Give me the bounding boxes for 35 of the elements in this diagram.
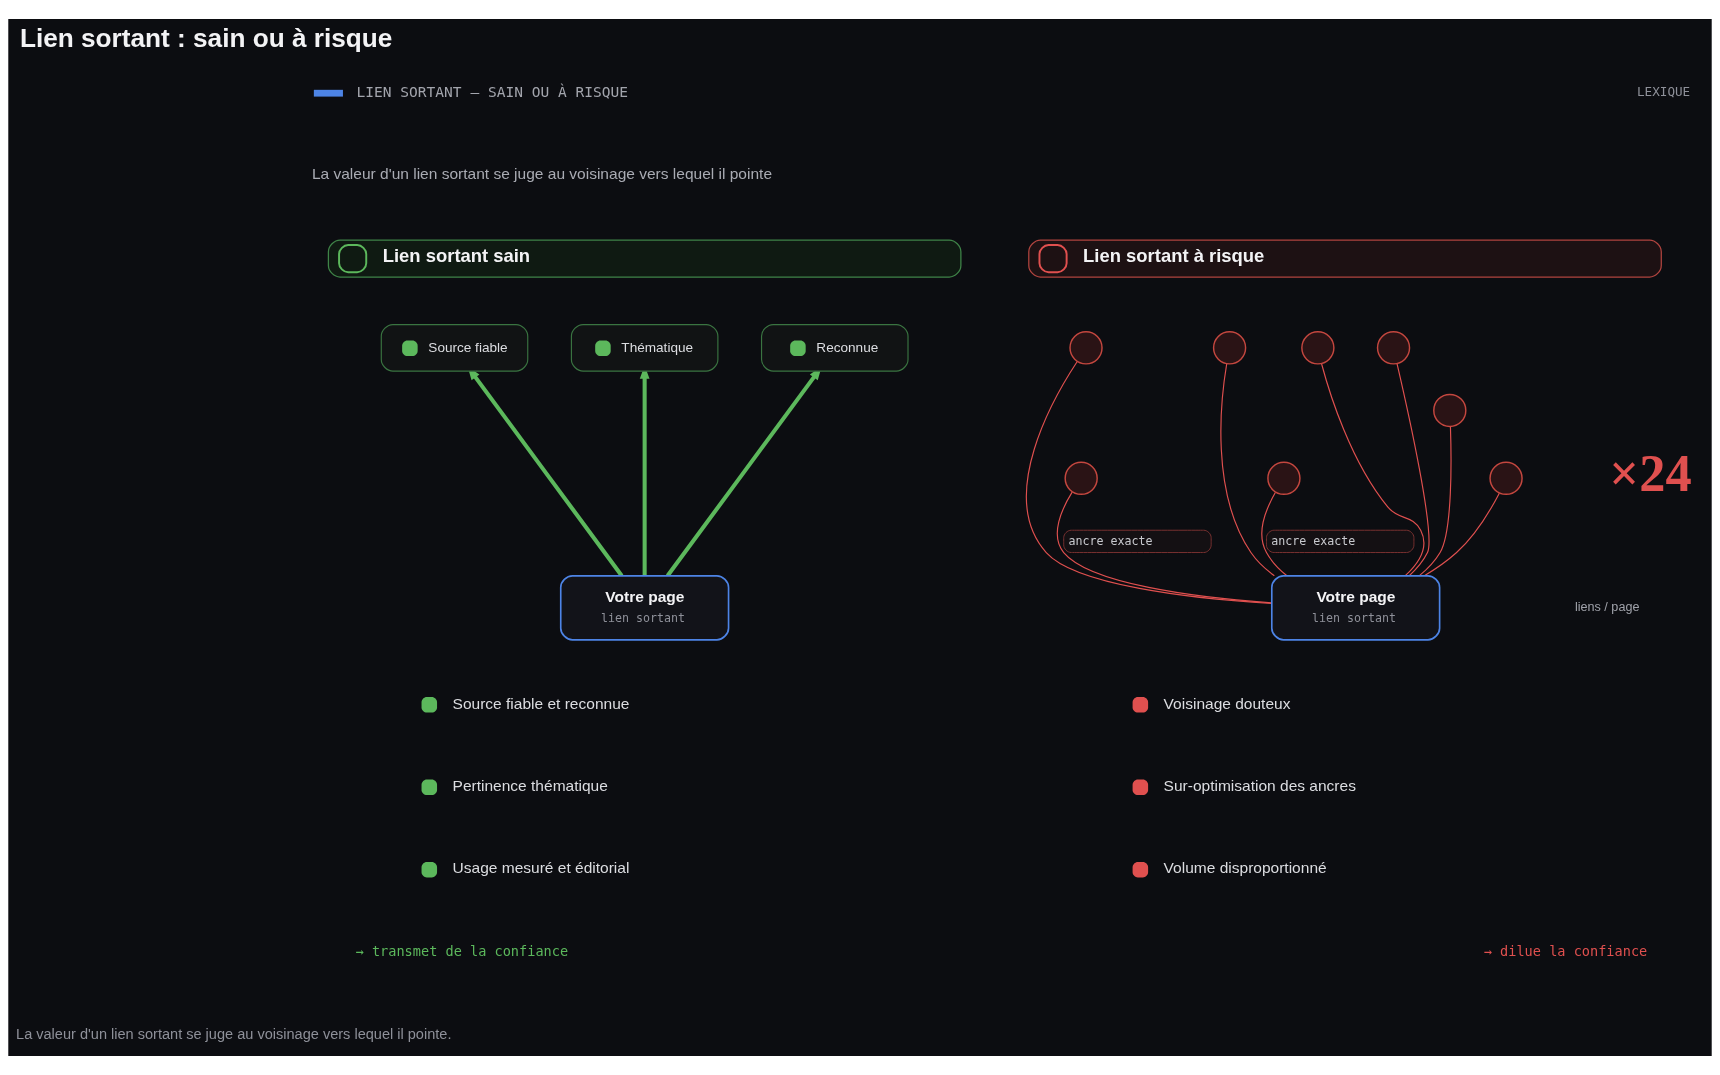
- label: Pertinence thématique: [452, 776, 608, 794]
- label: → transmet de la confiance: [355, 943, 569, 960]
- node-box: Lien sortant sain: [327, 239, 962, 278]
- diagram-title: Lien sortant : sain ou à risque: [19, 22, 393, 53]
- label: Volume disproportionné: [1163, 859, 1327, 877]
- label: Sur-optimisation des ancres: [1163, 776, 1356, 794]
- connector: [1026, 360, 1273, 605]
- node-circle: [1212, 331, 1247, 365]
- node-box: Reconnue: [760, 324, 909, 372]
- label: → dilue la confiance: [1483, 943, 1648, 960]
- node-box: Thématique: [570, 324, 719, 372]
- node-circle: [1489, 461, 1523, 496]
- node-box: Lien sortant à risque: [1028, 239, 1662, 278]
- label: liens / page: [1574, 600, 1640, 615]
- label: ×24: [1609, 443, 1692, 502]
- node-circle: [1376, 331, 1411, 365]
- edge-label: ancre exacte: [1068, 533, 1153, 548]
- node-box: Votre page lien sortant: [1270, 575, 1441, 641]
- label: La valeur d'un lien sortant se juge au voisinage vers lequel il pointe: [311, 164, 773, 182]
- node-circle: [1433, 393, 1467, 428]
- node-circle: [1267, 461, 1301, 496]
- connector: [1220, 363, 1275, 577]
- node-box: Votre page lien sortant: [559, 575, 730, 641]
- label: Voisinage douteux: [1163, 694, 1291, 712]
- node-box: Source fiable: [380, 324, 529, 372]
- label: LEXIQUE: [1637, 84, 1691, 100]
- label: Usage mesuré et éditorial: [452, 859, 630, 877]
- caption: La valeur d'un lien sortant se juge au voisinage vers lequel il pointe.: [16, 1025, 452, 1042]
- node-circle: [1069, 331, 1103, 365]
- label: LIEN SORTANT — SAIN OU À RISQUE: [356, 82, 629, 100]
- label: Source fiable et reconnue: [452, 694, 630, 712]
- node-circle: [1301, 331, 1335, 365]
- connector: [1056, 491, 1273, 604]
- edge-label: ancre exacte: [1271, 533, 1356, 548]
- node-circle: [1064, 461, 1098, 496]
